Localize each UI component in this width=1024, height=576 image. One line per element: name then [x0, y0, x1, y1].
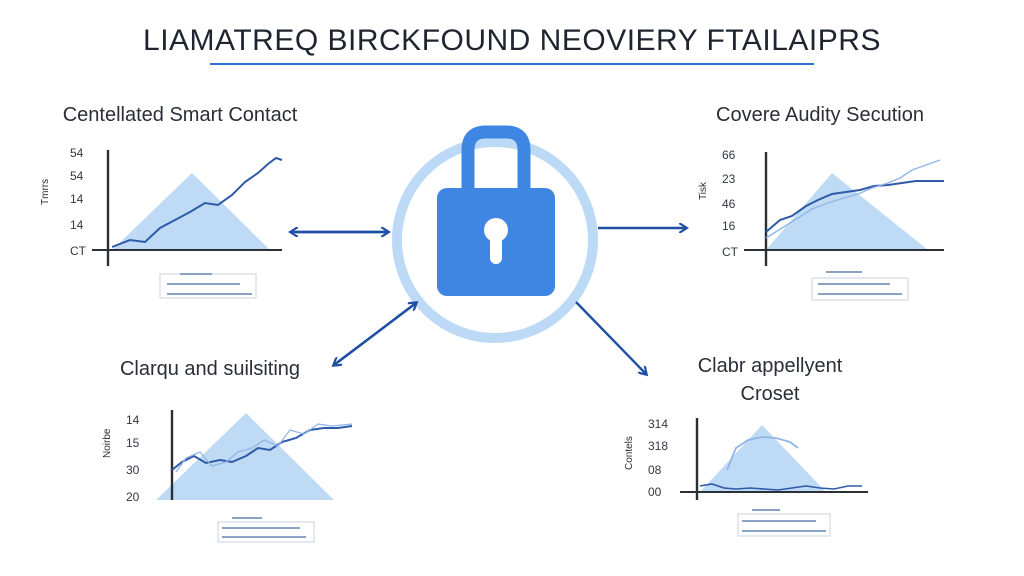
- chart-legend: [217, 517, 315, 543]
- y-tick-2: 15: [126, 436, 140, 450]
- padlock-group: [392, 125, 598, 343]
- keyhole-icon: [484, 218, 508, 242]
- y-tick-5: CT: [722, 245, 739, 259]
- series-line: [765, 180, 944, 233]
- diagram-title: LIAMATREQ BIRCKFOUND NEOVIERY FTAILAIPRS: [143, 24, 881, 57]
- series-line-secondary: [175, 423, 353, 473]
- y-tick-3: 14: [70, 192, 84, 206]
- chart-legend: [159, 273, 257, 299]
- arrow-bottom-right: [575, 301, 646, 374]
- y-tick-3: 08: [648, 463, 662, 477]
- y-tick-4: 14: [70, 218, 84, 232]
- y-axis-label: Noirbe: [102, 428, 113, 458]
- panel-title-bottom-left: Clarqu and suilsiting: [119, 358, 301, 380]
- series-line-secondary: [726, 436, 799, 471]
- y-tick-2: 54: [70, 169, 84, 183]
- y-tick-3: 30: [126, 463, 140, 477]
- chart-top-left: 54 54 14 14 CT Tmrrs: [40, 146, 283, 299]
- y-tick-1: 314: [648, 417, 668, 431]
- arrows: [291, 228, 686, 374]
- keyhole-slot: [490, 232, 502, 264]
- chart-area-triangle: [766, 173, 928, 250]
- y-tick-1: 66: [722, 148, 736, 162]
- y-tick-5: CT: [70, 244, 87, 258]
- lock-shackle: [461, 125, 531, 190]
- chart-bottom-right: 314 318 08 00 Contels: [624, 417, 868, 537]
- panel-title-top-left: Centellated Smart Contact: [62, 104, 298, 126]
- y-tick-2: 23: [722, 172, 736, 186]
- series-line: [171, 425, 353, 471]
- y-tick-4: 20: [126, 490, 140, 504]
- chart-legend: [737, 509, 831, 537]
- series-line: [111, 156, 283, 248]
- title-underline: [210, 63, 814, 65]
- y-axis-label: Tmrrs: [40, 179, 51, 205]
- chart-legend: [811, 271, 909, 301]
- arrow-bottom-left-down: [334, 302, 417, 365]
- chart-bottom-left: 14 15 30 20 Noirbe: [102, 410, 353, 543]
- y-tick-3: 46: [722, 197, 736, 211]
- y-tick-1: 54: [70, 146, 84, 160]
- series-line: [699, 483, 862, 491]
- panel-title-bottom-right: Clabr appellyent Croset: [697, 355, 843, 405]
- y-axis-label: Tisk: [698, 181, 709, 200]
- y-tick-2: 318: [648, 439, 668, 453]
- series-line-secondary: [765, 159, 941, 239]
- y-tick-4: 16: [722, 219, 736, 233]
- y-tick-1: 14: [126, 413, 140, 427]
- chart-area-triangle: [700, 425, 826, 492]
- chart-top-right: 66 23 46 16 CT Tisk: [698, 148, 944, 301]
- y-axis-label: Contels: [624, 436, 635, 470]
- panel-title-top-right: Covere Audity Secution: [716, 104, 924, 126]
- y-tick-4: 00: [648, 485, 662, 499]
